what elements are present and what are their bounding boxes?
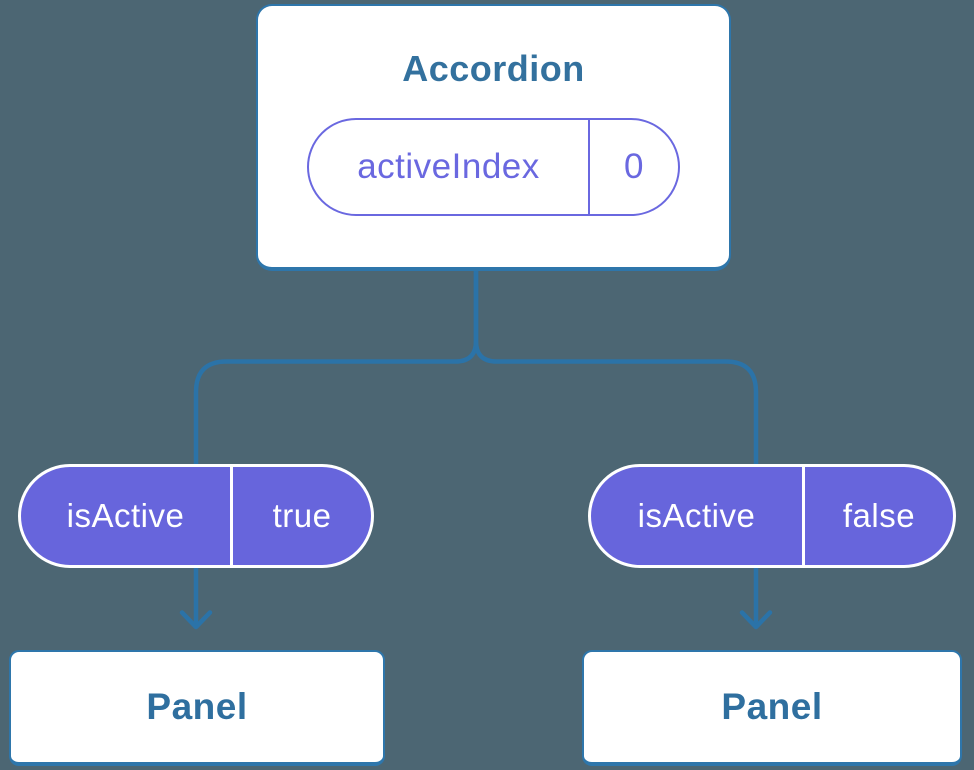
connector-branch-left (193, 266, 479, 629)
prop-value: false (842, 497, 916, 534)
state-pill: activeIndex 0 (307, 118, 680, 216)
prop-pill-left: isActive true (18, 464, 374, 568)
state-name: activeIndex (309, 120, 590, 214)
panel-node-title: Panel (146, 686, 248, 727)
arrow-down-icon (739, 610, 773, 630)
panel-node-left: Panel (9, 650, 385, 766)
arrow-down-icon (179, 610, 213, 630)
prop-name: isActive (21, 467, 233, 565)
prop-name: isActive (591, 467, 805, 565)
state-value: 0 (624, 147, 644, 186)
prop-pill-right: isActive false (588, 464, 956, 568)
accordion-node: Accordion activeIndex 0 (256, 4, 731, 271)
panel-node-title: Panel (721, 686, 823, 727)
accordion-node-title: Accordion (402, 48, 585, 89)
prop-value: true (272, 497, 332, 534)
panel-node-right: Panel (582, 650, 962, 766)
connector-branch-right (473, 266, 759, 629)
